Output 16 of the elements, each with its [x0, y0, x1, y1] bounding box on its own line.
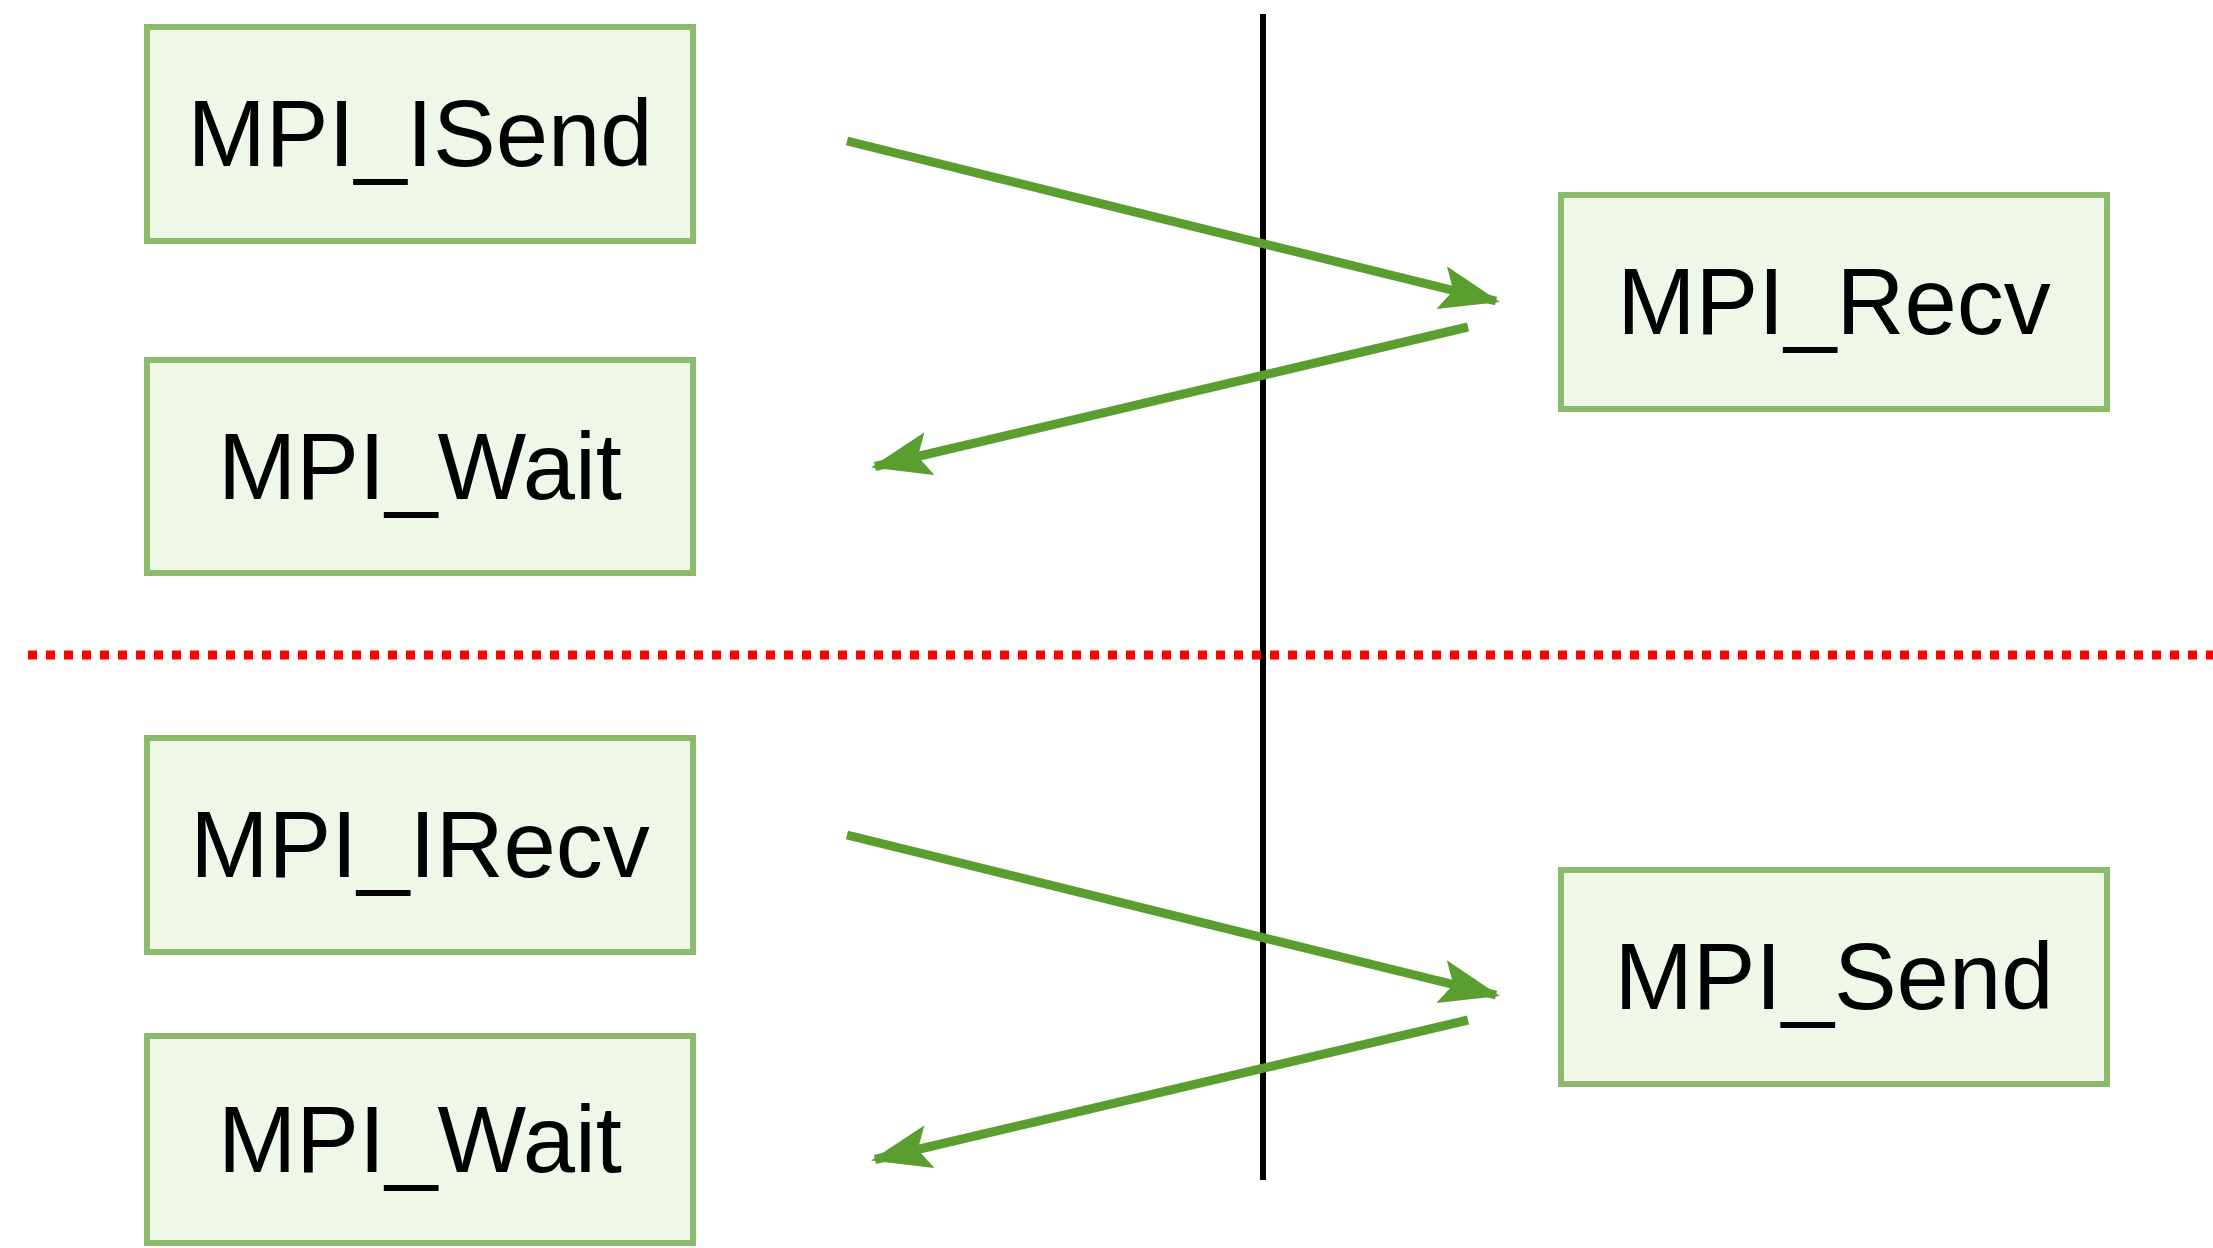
- box-label: MPI_Wait: [218, 412, 622, 521]
- box-label: MPI_IRecv: [190, 791, 650, 899]
- arrow: [845, 830, 1500, 1003]
- process-box: [144, 1033, 696, 1246]
- box-label: MPI_ISend: [187, 80, 653, 188]
- box-label: MPI_Send: [1614, 923, 2054, 1031]
- arrow: [871, 1015, 1470, 1169]
- process-box: [144, 24, 696, 244]
- process-box: [144, 357, 696, 576]
- process-box: [144, 735, 696, 955]
- box-label: MPI_Wait: [218, 1085, 622, 1194]
- process-box: [1558, 192, 2110, 412]
- process-box: [1558, 867, 2110, 1087]
- box-label: MPI_Recv: [1617, 248, 2051, 356]
- arrow: [871, 322, 1470, 476]
- arrow: [845, 136, 1500, 309]
